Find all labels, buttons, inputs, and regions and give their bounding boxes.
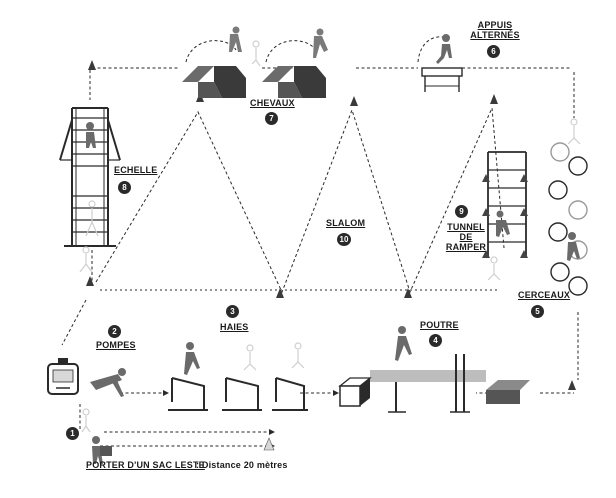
station-label-chevaux: CHEVAUX [250,98,295,108]
athlete-icon [251,40,261,67]
vaulting-box-icon [338,377,530,407]
stopwatch-icon [47,358,79,395]
station-distance: : Distance 20 mètres [196,460,288,470]
balance-beam-icon [370,354,486,413]
hurdle-icon [168,377,308,411]
athlete-icon [184,342,200,375]
station-number-4: 4 [429,334,442,347]
athlete-icon [395,326,412,361]
athlete-icon [567,118,581,145]
station-label-appuis-line1: APPUIS [477,20,513,30]
athlete-icon [79,246,501,281]
vaulting-box-icon [182,66,326,98]
station-number-3: 3 [226,305,239,318]
station-number-9: 9 [455,205,468,218]
station-number-8: 8 [118,181,131,194]
athlete-icon [496,210,510,237]
station-label-tunnel-line2: DE [459,232,473,242]
athlete-icon [229,26,328,58]
station-number-7: 7 [265,112,278,125]
station-label-cerceaux: CERCEAUX [518,290,571,300]
cone-icon [482,174,528,258]
course-path [61,36,579,449]
station-label-tunnel-line1: TUNNEL [447,222,485,232]
athlete-icon [436,34,452,64]
athlete-icon [81,408,91,433]
step-platform-icon [421,67,463,92]
athlete-icon [90,368,126,397]
station-label-porter: PORTER D'UN SAC LESTE [86,460,205,470]
station-label-poutre: POUTRE [420,320,459,330]
ladder-icon [59,107,121,247]
station-label-tunnel-line3: RAMPER [445,242,487,252]
athlete-icon [92,436,112,464]
station-number-6: 6 [487,45,500,58]
station-label-haies: HAIES [220,322,249,332]
station-label-appuis: APPUIS ALTERNÉS [470,20,520,40]
station-number-5: 5 [531,305,544,318]
athlete-icon [567,232,580,261]
station-label-echelle: ECHELLE [114,165,158,175]
station-number-2: 2 [108,325,121,338]
station-number-10: 10 [337,233,351,246]
station-label-slalom: SLALOM [326,218,366,228]
ladder-icon [487,151,527,258]
station-label-appuis-line2: ALTERNÉS [470,30,520,40]
station-label-pompes: POMPES [96,340,136,350]
station-label-tunnel: TUNNEL DE RAMPER [440,222,492,252]
athlete-icon [86,122,96,148]
athlete-icon [243,342,305,371]
athlete-icon [85,200,99,237]
hoop-icon [548,142,588,296]
station-number-1: 1 [66,427,79,440]
